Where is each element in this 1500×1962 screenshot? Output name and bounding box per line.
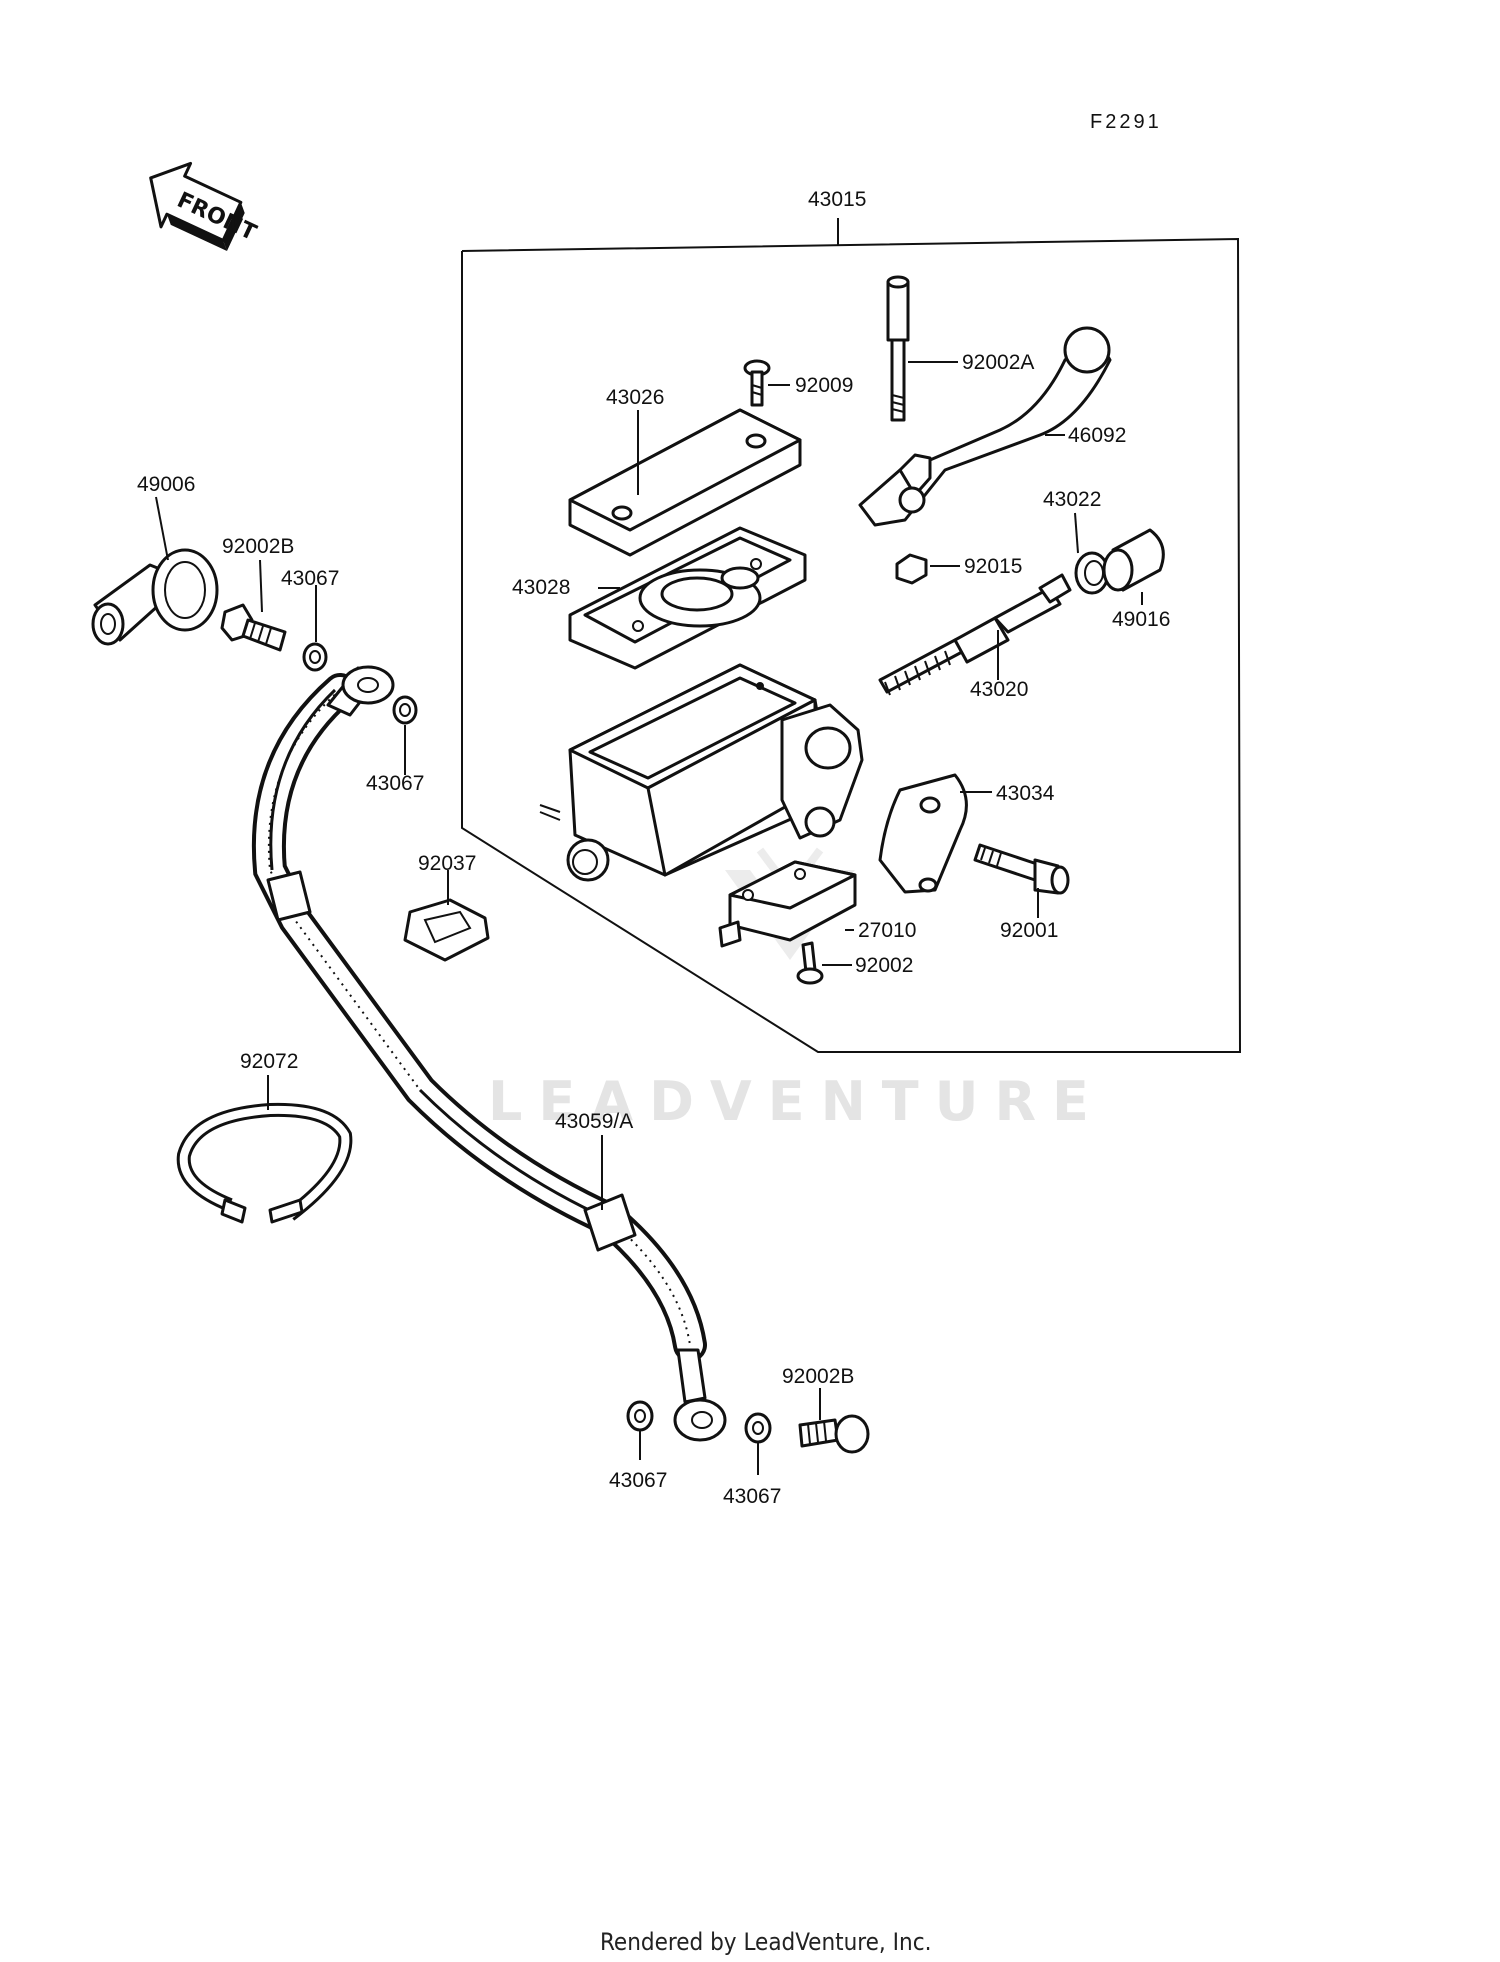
banjo-bolt-upper	[220, 603, 287, 652]
label-27010: 27010	[858, 919, 916, 942]
label-43034: 43034	[996, 782, 1055, 805]
label-43022: 43022	[1043, 488, 1101, 511]
leader-lines	[155, 361, 1143, 1475]
label-43067-lower-b: 43067	[723, 1485, 781, 1508]
label-92009: 92009	[795, 374, 853, 397]
label-92002b-upper: 92002B	[222, 535, 294, 558]
brake-light-switch	[718, 860, 857, 948]
label-92037: 92037	[418, 852, 476, 875]
front-arrow-icon: FRONT	[149, 161, 260, 252]
handlebar-clamp	[878, 773, 968, 894]
dust-boot	[1102, 528, 1165, 592]
circlip	[1074, 551, 1110, 595]
label-43028: 43028	[512, 576, 570, 599]
clamp-bolt	[973, 843, 1070, 895]
master-cylinder-assembly-box	[461, 218, 1242, 1053]
footer-credit: Rendered by LeadVenture, Inc.	[600, 1928, 931, 1956]
label-92015: 92015	[964, 555, 1022, 578]
brake-hose	[251, 665, 727, 1442]
label-43067-upper-b: 43067	[366, 772, 424, 795]
reservoir-screw	[743, 359, 771, 407]
washer-upper-b	[392, 695, 418, 725]
brake-lever	[858, 326, 1112, 527]
label-43067-upper-a: 43067	[281, 567, 339, 590]
label-46092: 46092	[1068, 424, 1126, 447]
label-92072: 92072	[240, 1050, 298, 1073]
label-43059a: 43059/A	[555, 1110, 633, 1133]
label-92002b-lower: 92002B	[782, 1365, 854, 1388]
hose-band	[176, 1102, 353, 1224]
washer-lower-b	[744, 1412, 772, 1444]
diaphragm	[568, 526, 807, 670]
label-43020: 43020	[970, 678, 1028, 701]
piston-assembly	[878, 573, 1072, 696]
banjo-cap	[91, 548, 219, 646]
label-49016: 49016	[1112, 608, 1170, 631]
label-43015: 43015	[808, 188, 866, 211]
reservoir-cap	[568, 408, 802, 557]
label-92001: 92001	[1000, 919, 1058, 942]
master-cylinder-body	[539, 663, 864, 882]
part-number-labels: 43015 92009 92002A 43026 46092 43022 490…	[137, 188, 1170, 1508]
banjo-bolt-lower	[798, 1414, 870, 1454]
diagram-code: F2291	[1090, 111, 1162, 133]
label-43026: 43026	[606, 386, 664, 409]
label-43067-lower-a: 43067	[609, 1469, 667, 1492]
lever-pivot-bolt	[886, 275, 910, 422]
label-49006: 49006	[137, 473, 195, 496]
washer-upper-a	[302, 642, 328, 672]
switch-screw	[796, 941, 824, 985]
watermark-text: LEADVENTURE	[488, 1070, 1105, 1133]
washer-lower-a	[626, 1400, 654, 1432]
label-92002: 92002	[855, 954, 913, 977]
pivot-nut	[895, 553, 928, 585]
hose-clip	[403, 898, 490, 962]
label-92002a: 92002A	[962, 351, 1034, 374]
